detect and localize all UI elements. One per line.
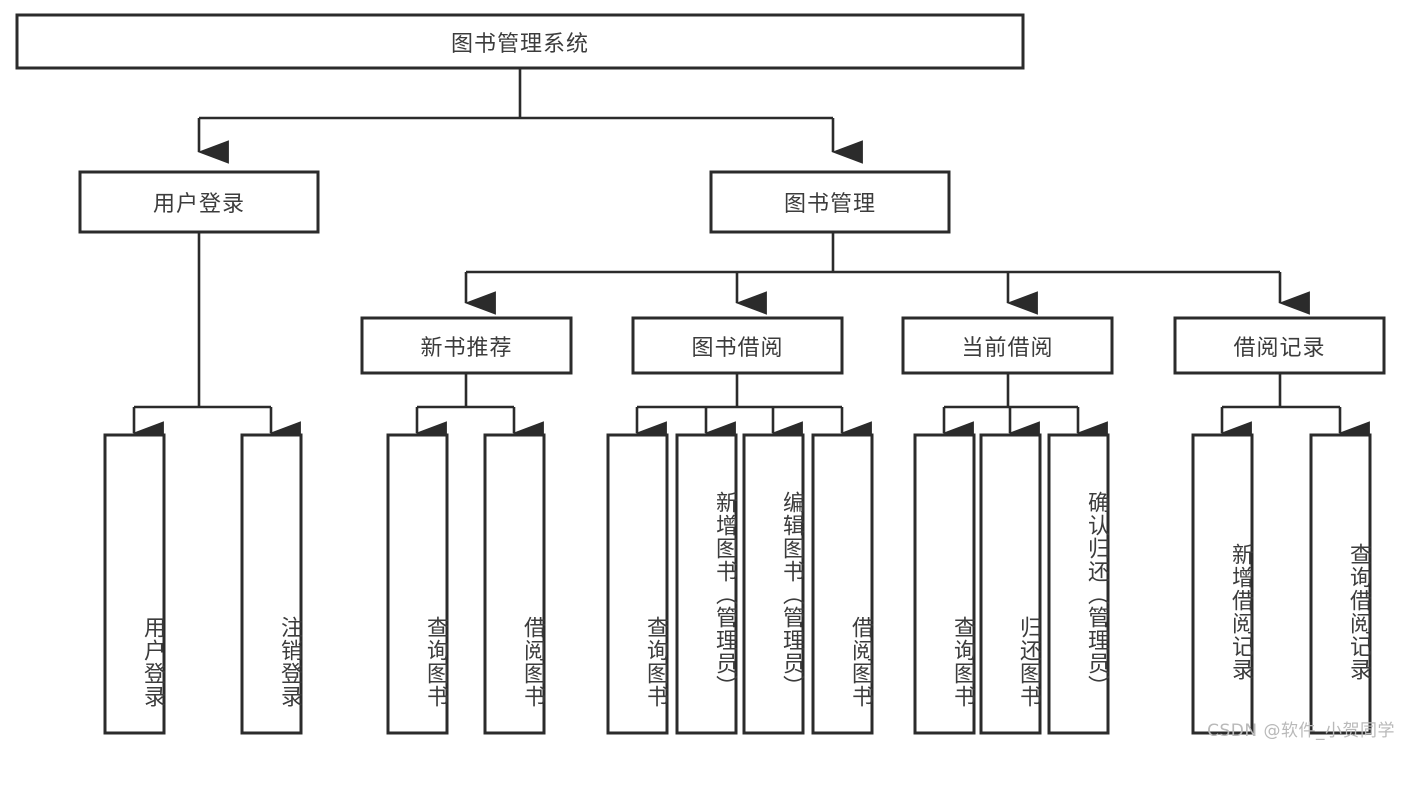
system-function-tree-diagram: 图书管理系统 用户登录 图书管理 新书推荐 图书借阅 当前借阅 借阅记录 用户登… [15,13,1395,741]
leaf-label-new-book-2: 借阅图书 [520,616,545,708]
leaf-box-book-borrow-4[interactable] [811,433,874,735]
leaf-box-book-borrow-2[interactable] [675,433,738,735]
node-book-manage-box[interactable] [709,170,951,234]
node-root-box[interactable] [15,13,1025,70]
leaf-label-borrow-record-2: 查询借阅记录 [1346,543,1371,681]
leaf-box-user-login-1[interactable] [103,433,166,735]
leaf-label-user-login-2: 注销登录 [277,616,302,708]
leaf-box-current-borrow-3[interactable] [1047,433,1110,735]
leaf-box-user-login-2[interactable] [240,433,303,735]
leaf-label-book-borrow-2: 新增图书（管理员） [712,490,737,698]
node-user-login-label: 用户登录 [152,192,245,217]
leaf-box-book-borrow-3[interactable] [742,433,805,735]
node-book-manage-label: 图书管理 [783,192,876,217]
node-root-label: 图书管理系统 [450,31,589,57]
leaf-label-current-borrow-2: 归还图书 [1016,616,1041,708]
leaf-box-new-book-2[interactable] [483,433,546,735]
diagram-canvas [15,13,1386,735]
leaf-label-book-borrow-1: 查询图书 [643,616,668,708]
leaf-label-book-borrow-4: 借阅图书 [848,616,873,708]
node-book-borrow-label: 图书借阅 [691,335,784,361]
node-current-borrow-label: 当前借阅 [961,335,1054,361]
node-new-book-recommend-box[interactable] [360,316,573,375]
leaf-label-book-borrow-3: 编辑图书（管理员） [779,490,804,698]
node-new-book-recommend-label: 新书推荐 [420,335,513,361]
leaf-box-current-borrow-2[interactable] [979,433,1042,735]
leaf-box-new-book-1[interactable] [386,433,449,735]
leaf-box-borrow-record-1[interactable] [1191,433,1254,735]
node-current-borrow-box[interactable] [901,316,1114,375]
leaf-box-current-borrow-1[interactable] [913,433,976,735]
node-book-borrow-box[interactable] [631,316,844,375]
watermark-text: CSDN @软件_小贺同学 [1207,721,1395,741]
node-borrow-record-box[interactable] [1173,316,1386,375]
leaf-box-book-borrow-1[interactable] [606,433,669,735]
leaf-label-current-borrow-1: 查询图书 [950,616,975,708]
leaf-label-user-login-1: 用户登录 [140,616,165,708]
node-borrow-record-label: 借阅记录 [1233,335,1326,361]
leaf-label-new-book-1: 查询图书 [423,616,448,708]
leaf-label-borrow-record-1: 新增借阅记录 [1228,543,1253,681]
leaf-box-borrow-record-2[interactable] [1309,433,1372,735]
leaf-label-current-borrow-3: 确认归还（管理员） [1084,490,1109,698]
